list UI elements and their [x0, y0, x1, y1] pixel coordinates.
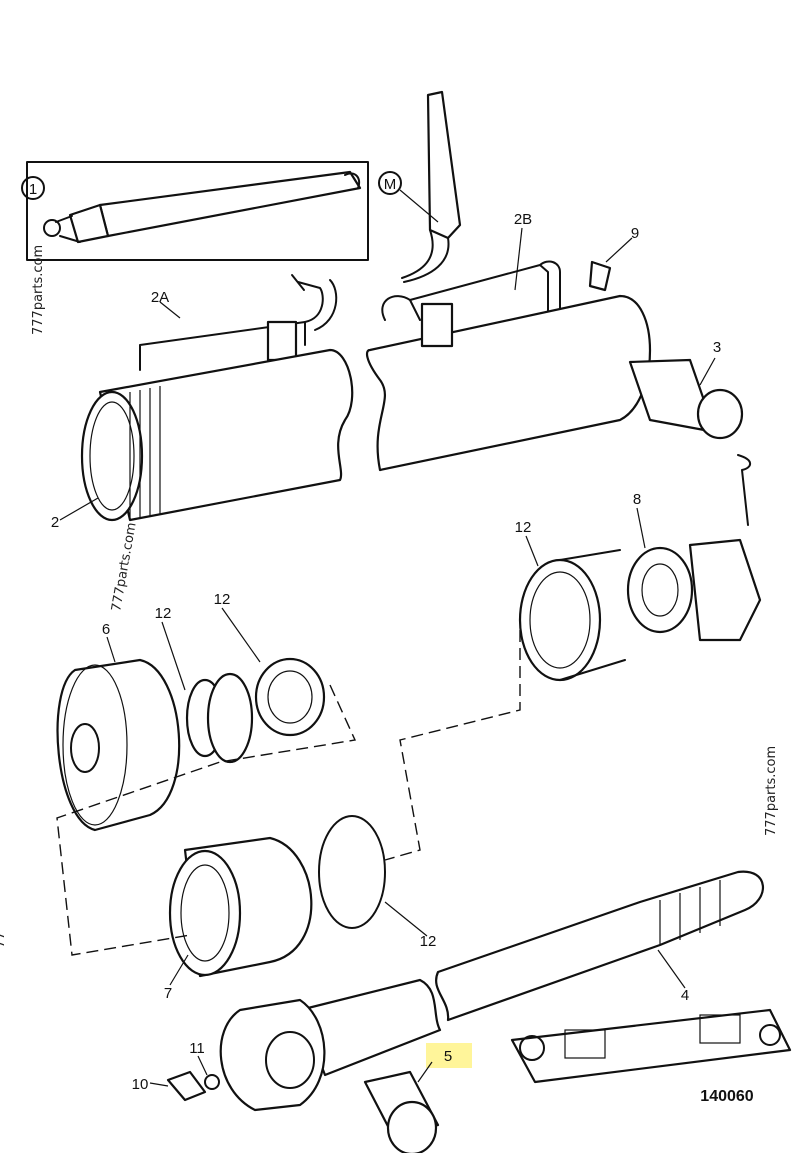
- callout-M-label: M: [384, 176, 397, 193]
- piston-assembly: [56, 657, 326, 832]
- piston-rod-4: [219, 870, 764, 1112]
- label-11: 11: [189, 1040, 205, 1057]
- label-10: 10: [132, 1076, 149, 1093]
- watermark-edge: 77: [0, 931, 8, 948]
- label-5: 5: [444, 1048, 452, 1065]
- label-12-oring: 12: [420, 933, 437, 950]
- highlight-part-5: [426, 1043, 472, 1068]
- watermark-top-left: 777parts.com: [31, 245, 46, 335]
- mounting-bracket: M: [378, 90, 462, 283]
- label-6: 6: [102, 621, 110, 638]
- grease-nipple-assembly: [166, 1070, 220, 1102]
- split-pin: [737, 454, 752, 526]
- callout-labels: 2A 2B 9 3 2 8 12 12 12 6 12 7 4 5 10 11 …: [51, 211, 754, 1105]
- cylinder-barrel-right: [365, 260, 744, 472]
- leader-lines: [59, 227, 716, 1087]
- watermark-right: 777parts.com: [764, 746, 779, 836]
- watermark-mid-left: 777parts.com: [109, 521, 139, 612]
- cylinder-barrel-left: [80, 274, 354, 522]
- label-7: 7: [164, 985, 172, 1002]
- bush-5: [363, 1070, 440, 1153]
- label-2: 2: [51, 514, 59, 531]
- cross-section-view: [510, 1008, 792, 1084]
- label-12-left: 12: [155, 605, 172, 622]
- label-2B: 2B: [514, 211, 532, 228]
- inset-assembly-view: 1: [21, 161, 369, 261]
- label-3: 3: [713, 339, 721, 356]
- label-8: 8: [633, 491, 641, 508]
- gland-7: [168, 815, 386, 978]
- drawing-number: 140060: [700, 1088, 753, 1105]
- gland-assembly-upper: [518, 538, 762, 682]
- label-12-upper: 12: [515, 519, 532, 536]
- label-12-mid: 12: [214, 591, 231, 608]
- label-2A: 2A: [151, 289, 169, 306]
- callout-1-label: 1: [29, 181, 37, 198]
- label-9: 9: [631, 225, 639, 242]
- label-4: 4: [681, 987, 689, 1004]
- assembly-path-lines: [56, 630, 521, 956]
